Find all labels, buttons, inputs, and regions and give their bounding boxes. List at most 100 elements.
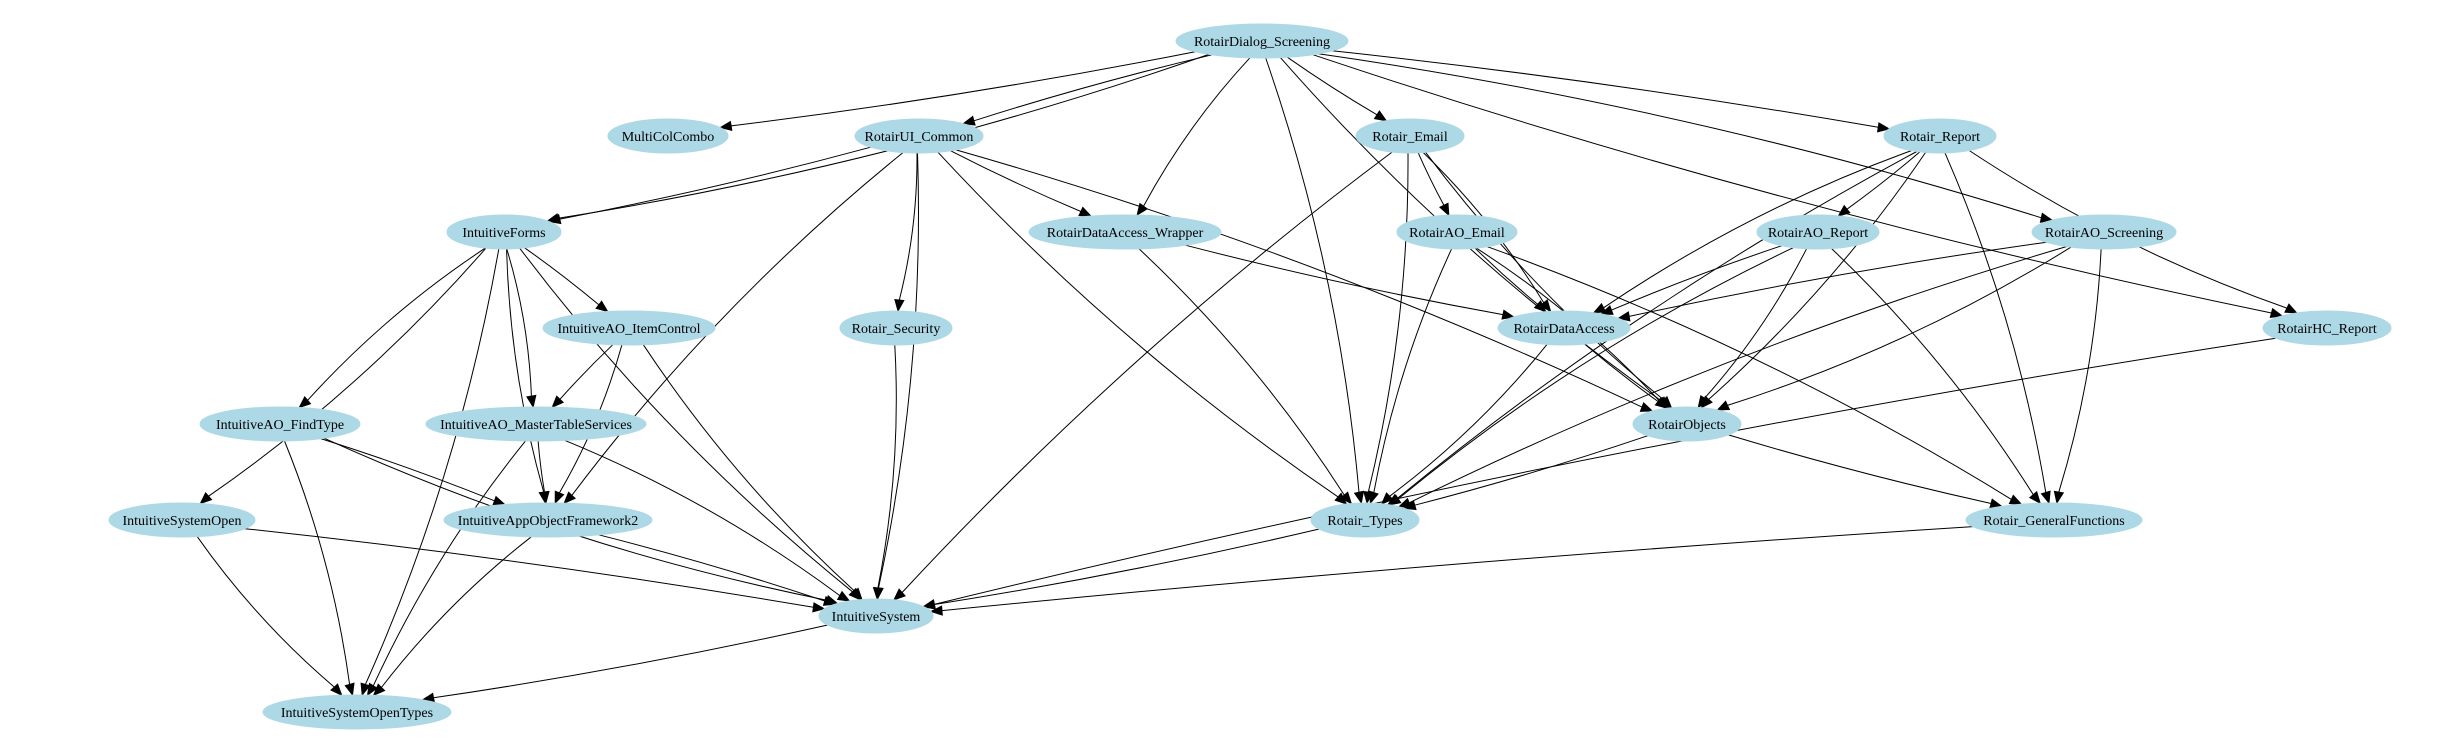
edge-intuitive-ao-find-type-to-intuitive-app-object-framework2 xyxy=(320,438,507,506)
edge-line xyxy=(941,526,1973,612)
arrowhead-icon xyxy=(492,495,507,506)
arrowhead-icon xyxy=(1876,122,1891,133)
edge-line xyxy=(1318,53,2042,219)
node-rotair-objects: RotairObjects xyxy=(1632,406,1742,442)
edge-line xyxy=(1417,152,1445,206)
edge-line xyxy=(307,247,486,401)
arrowhead-icon xyxy=(1539,299,1552,313)
edge-line xyxy=(950,150,1082,212)
edge-line xyxy=(1367,152,1409,493)
edge-rotair-ui-common-to-rotair-data-access-wrapper xyxy=(950,150,1093,217)
arrowhead-icon xyxy=(344,682,355,697)
edge-rotair-security-to-intuitive-system xyxy=(872,344,897,601)
arrowhead-icon xyxy=(1592,302,1607,314)
arrowhead-icon xyxy=(1339,491,1353,505)
edge-rotair-ao-email-to-rotair-general-functions xyxy=(1487,246,2023,505)
arrowhead-icon xyxy=(1616,311,1631,322)
edge-intuitive-forms-to-intuitive-ao-master-table-services xyxy=(506,248,537,409)
arrowhead-icon xyxy=(366,682,378,697)
edge-rotair-email-to-rotair-objects xyxy=(1425,152,1673,409)
node-rotair-types: Rotair_Types xyxy=(1310,502,1420,538)
edge-line xyxy=(320,438,495,502)
node-ellipse xyxy=(443,502,653,538)
edge-line xyxy=(559,146,871,220)
edge-rotair-data-access-to-rotair-types xyxy=(1380,344,1548,505)
node-ellipse xyxy=(1756,214,1880,250)
arrowhead-icon xyxy=(551,395,565,409)
edge-line xyxy=(973,54,1213,122)
node-ellipse xyxy=(108,502,256,538)
node-label: RotairAO_Screening xyxy=(2045,226,2163,241)
node-intuitive-ao-master-table-services: IntuitiveAO_MasterTableServices xyxy=(425,406,647,442)
edge-line xyxy=(1138,248,1345,496)
arrowhead-icon xyxy=(872,587,884,601)
edge-line xyxy=(1312,54,2272,314)
node-label: IntuitiveSystem xyxy=(832,610,921,625)
node-label: IntuitiveSystemOpen xyxy=(123,514,242,529)
edge-line xyxy=(1287,56,1378,116)
edge-rotair-dialog-screening-to-multi-col-combo xyxy=(718,51,1196,131)
edge-line xyxy=(1373,248,1453,493)
node-rotair-ui-common: RotairUI_Common xyxy=(854,118,984,154)
edge-rotair-ao-report-to-rotair-data-access xyxy=(1599,245,1782,315)
node-label: RotairDataAccess_Wrapper xyxy=(1047,226,1204,241)
edge-rotair-ui-common-to-rotair-objects xyxy=(955,149,1654,412)
arrowhead-icon xyxy=(929,605,943,616)
arrowhead-icon xyxy=(850,587,863,601)
arrowhead-icon xyxy=(1078,206,1093,217)
node-label: Rotair_Types xyxy=(1327,514,1402,529)
edge-rotair-report-to-rotair-types xyxy=(1386,151,1918,506)
node-intuitive-system-open: IntuitiveSystemOpen xyxy=(108,502,256,538)
edge-rotair-ao-screening-to-rotair-general-functions xyxy=(2053,248,2102,505)
arrowhead-icon xyxy=(1716,400,1731,411)
node-intuitive-ao-item-control: IntuitiveAO_ItemControl xyxy=(542,310,716,346)
node-ellipse xyxy=(839,310,953,346)
node-ellipse xyxy=(1028,214,1222,250)
edge-line xyxy=(1408,246,2067,504)
edge-rotair-ui-common-to-intuitive-app-object-framework2 xyxy=(563,152,904,505)
edge-line xyxy=(1846,151,1921,210)
edge-rotair-data-access-wrapper-to-rotair-types xyxy=(1138,248,1353,505)
edge-rotair-ao-email-to-rotair-types xyxy=(1368,248,1453,505)
arrowhead-icon xyxy=(298,396,312,409)
edge-line xyxy=(196,536,335,688)
edge-line xyxy=(934,337,2276,605)
edge-line xyxy=(1584,343,1659,402)
node-intuitive-system-open-types: IntuitiveSystemOpenTypes xyxy=(262,694,452,730)
edge-rotair-ao-report-to-rotair-general-functions xyxy=(1831,248,2042,505)
edge-rotair-dialog-screening-to-rotair-ui-common xyxy=(962,54,1213,126)
node-ellipse xyxy=(818,598,934,634)
arrowhead-icon xyxy=(1654,397,1668,410)
edge-line xyxy=(364,248,500,685)
edge-intuitive-system-open-to-intuitive-system-open-types xyxy=(196,536,343,697)
edge-line xyxy=(1414,435,1648,506)
node-ellipse xyxy=(1632,406,1742,442)
arrowhead-icon xyxy=(199,492,213,505)
node-label: RotairDialog_Screening xyxy=(1194,35,1330,50)
edge-line xyxy=(878,152,919,589)
edge-line xyxy=(1708,152,1927,400)
node-intuitive-app-object-framework2: IntuitiveAppObjectFramework2 xyxy=(443,502,653,538)
edge-line xyxy=(1265,57,1360,493)
node-ellipse xyxy=(2262,310,2392,346)
edge-intuitive-ao-item-control-to-intuitive-system xyxy=(642,344,863,601)
node-label: IntuitiveForms xyxy=(462,226,545,241)
arrowhead-icon xyxy=(1373,110,1388,122)
node-ellipse xyxy=(854,118,984,154)
edge-line xyxy=(244,528,814,608)
node-label: MultiColCombo xyxy=(622,130,715,145)
arrowhead-icon xyxy=(554,490,565,505)
node-ellipse xyxy=(542,310,716,346)
edge-line xyxy=(571,152,904,496)
edge-rotair-dialog-screening-to-rotair-types xyxy=(1265,57,1365,505)
arrowhead-icon xyxy=(893,588,906,601)
node-ellipse xyxy=(1396,214,1518,250)
edge-line xyxy=(1425,152,1665,401)
edge-rotair-report-to-rotair-data-access xyxy=(1592,150,1912,314)
edge-intuitive-forms-to-intuitive-system-open-types xyxy=(360,248,500,697)
arrowhead-icon xyxy=(526,394,537,409)
arrowhead-icon xyxy=(1136,202,1149,217)
node-label: IntuitiveAO_ItemControl xyxy=(557,322,700,337)
node-ellipse xyxy=(1965,502,2143,538)
arrowhead-icon xyxy=(360,682,371,697)
